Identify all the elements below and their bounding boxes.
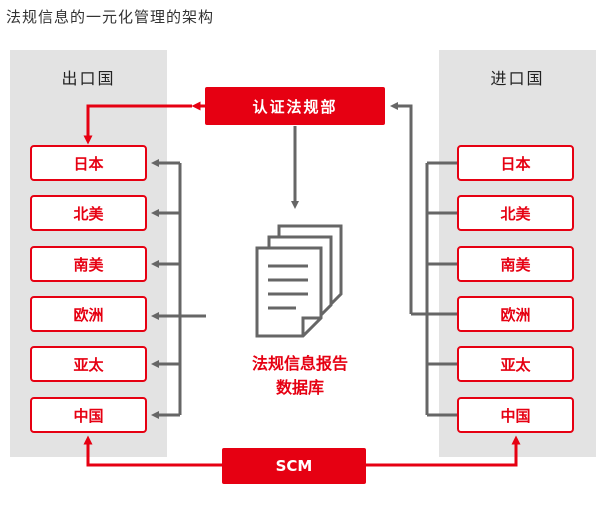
import-region-europe: 欧洲	[457, 296, 574, 332]
export-region-north-america: 北美	[30, 195, 147, 231]
import-panel-title: 进口国	[490, 69, 545, 88]
import-region-china: 中国	[457, 397, 574, 433]
database-document-icon	[255, 224, 343, 338]
scm-box: SCM	[222, 448, 366, 484]
export-region-china: 中国	[30, 397, 147, 433]
database-label-line1: 法规信息报告	[251, 354, 348, 373]
red-flow-lines	[83, 101, 521, 467]
certification-dept-box: 认证法规部	[205, 87, 385, 125]
export-region-japan: 日本	[30, 145, 147, 181]
import-region-japan: 日本	[457, 145, 574, 181]
export-distribution-lines	[151, 159, 206, 419]
import-region-south-america: 南美	[457, 246, 574, 282]
export-region-asia-pacific: 亚太	[30, 346, 147, 382]
export-region-south-america: 南美	[30, 246, 147, 282]
import-region-asia-pacific: 亚太	[457, 346, 574, 382]
database-label-line2: 数据库	[275, 378, 324, 397]
database-label: 法规信息报告 数据库	[210, 352, 390, 400]
export-region-europe: 欧洲	[30, 296, 147, 332]
import-collection-lines	[390, 102, 457, 417]
page-title: 法规信息的一元化管理的架构	[6, 8, 215, 26]
import-region-north-america: 北美	[457, 195, 574, 231]
export-panel-title: 出口国	[61, 69, 116, 88]
